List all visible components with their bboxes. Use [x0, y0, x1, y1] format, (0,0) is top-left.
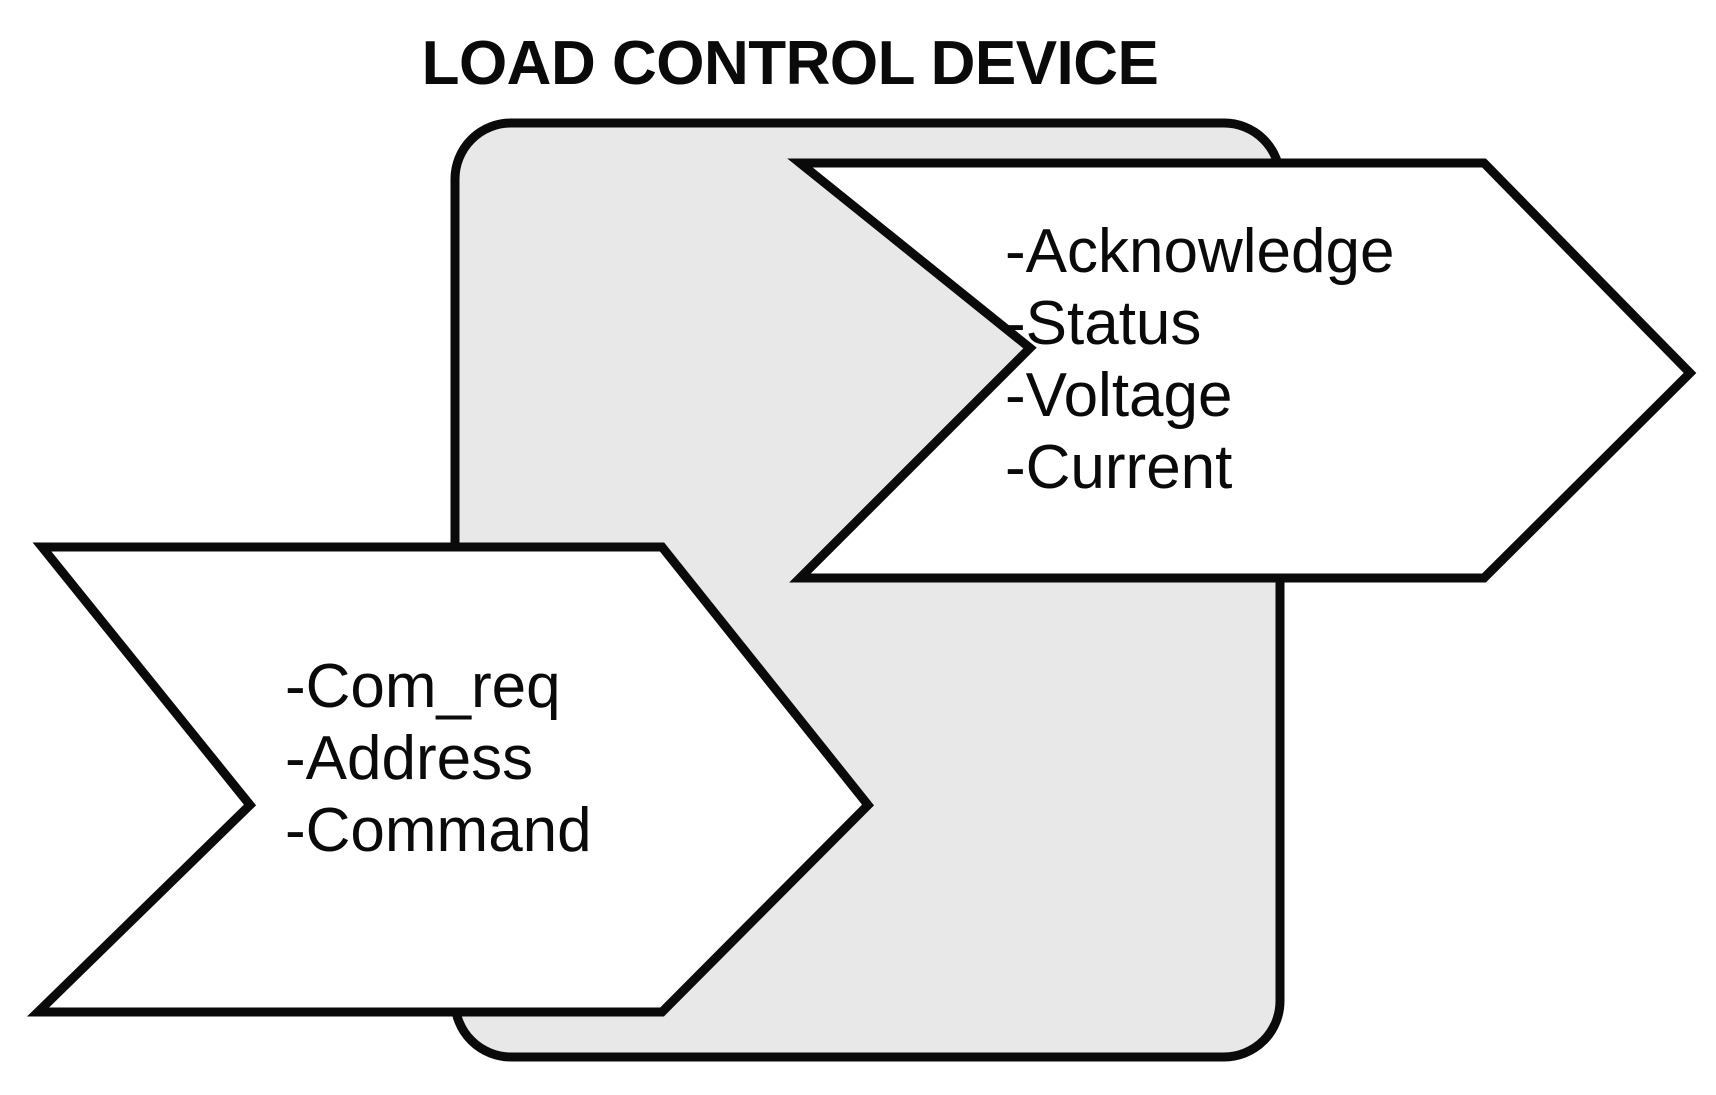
input-label-com-req: -Com_req [285, 652, 561, 721]
diagram-title: LOAD CONTROL DEVICE [422, 29, 1159, 98]
input-signals-arrow [26, 542, 875, 1017]
output-label-current: -Current [1005, 433, 1232, 502]
output-signals-arrow [787, 158, 1697, 583]
output-label-voltage: -Voltage [1005, 361, 1233, 430]
input-label-command: -Command [285, 796, 592, 865]
output-label-status: -Status [1005, 289, 1201, 358]
input-label-address: -Address [285, 724, 533, 793]
output-label-acknowledge: -Acknowledge [1005, 217, 1394, 286]
